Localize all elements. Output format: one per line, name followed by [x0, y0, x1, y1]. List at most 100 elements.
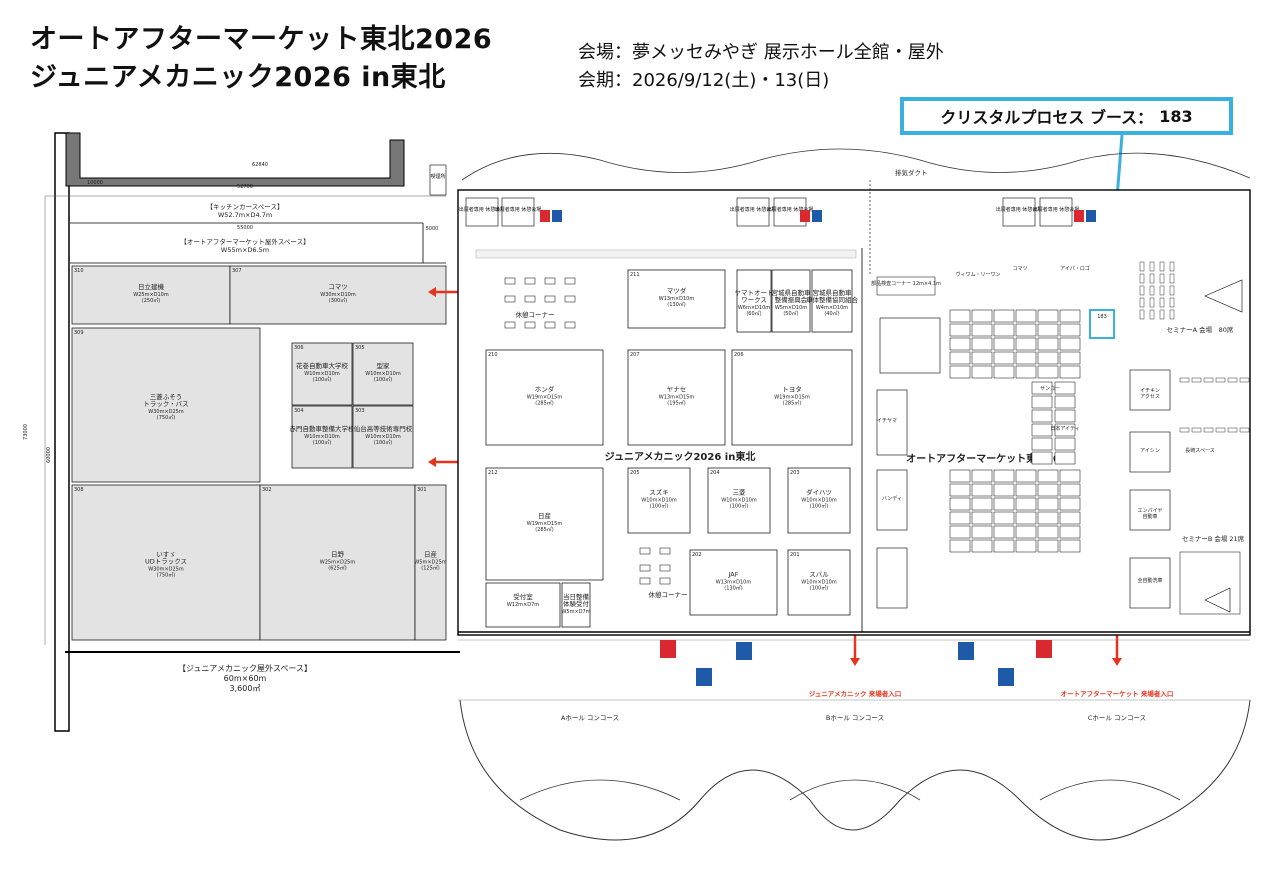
- dim-10000: 10000: [87, 180, 103, 186]
- restroom-icon: [1074, 210, 1084, 222]
- exhibitor-rest-label-6: 出展者専用 休憩会場: [1033, 206, 1080, 213]
- aam-booth-label: アイシン: [1140, 448, 1160, 454]
- booth-name: マツダ: [667, 286, 687, 295]
- aam-booth-label: 長崎スペース: [1185, 447, 1214, 454]
- dim-62840: 62840: [252, 162, 268, 168]
- dim-5000: 5000: [426, 226, 439, 232]
- seat: [1159, 309, 1165, 320]
- exhibitor-rest-label-5: 出展者専用 休憩会場: [996, 206, 1043, 213]
- booth-number: 307: [232, 268, 242, 274]
- kitchen-car-label: 【キッチンカースペース】: [207, 203, 284, 211]
- seat: [1159, 297, 1165, 308]
- booth-cell: [1031, 437, 1053, 451]
- seat: [1191, 377, 1202, 383]
- booth-rect: [689, 549, 778, 616]
- table: [564, 321, 576, 329]
- table: [524, 295, 536, 303]
- seat: [1215, 377, 1226, 383]
- indoor-booths: 211マツダW13m×D10m(130㎡)ヤマトオートワークスW6m×D10m(…: [485, 269, 859, 628]
- page-title-line2: ジュニアメカニック2026 in東北: [30, 62, 446, 93]
- exhibitor-rest-label-3: 出展者専用 休憩会場: [730, 206, 777, 213]
- parts-check-corner: [876, 276, 936, 296]
- seat: [1149, 297, 1155, 308]
- booth-rect: [627, 467, 691, 534]
- hall-b-concourse-label: Bホール コンコース: [826, 714, 884, 722]
- seat: [1139, 261, 1145, 272]
- booth-area: (300㎡): [329, 297, 347, 304]
- booth-area: (40㎡): [824, 310, 839, 317]
- booth-area: (100㎡): [313, 439, 331, 446]
- table: [564, 295, 576, 303]
- booth-rect: [787, 549, 851, 616]
- booth-cell: [993, 337, 1015, 351]
- booth-cell: [993, 539, 1015, 553]
- booth-name: UDトラックス: [145, 558, 187, 566]
- crystal-process-booth: [1089, 309, 1115, 339]
- booth-area: (60㎡): [746, 310, 761, 317]
- seat: [1139, 297, 1145, 308]
- booth-name: 整備振興会: [775, 295, 808, 304]
- jm-hall-label: ジュニアメカニック2026 in東北: [605, 450, 756, 463]
- booth-size: W5m×D7m: [561, 609, 590, 615]
- seat: [1139, 273, 1145, 284]
- restroom-icon: [812, 210, 822, 222]
- restroom-icon: [552, 210, 562, 222]
- booth-area: (100㎡): [313, 376, 331, 383]
- booth-number: 301: [417, 487, 427, 493]
- seat: [1149, 261, 1155, 272]
- aam-booth-grid: ヴィワム・リーワンコマツアイパ・ロゴバンディイチヤマ日本アイティサンコーアイシン…: [876, 265, 1215, 609]
- booth-cell: [876, 389, 908, 456]
- booth-cell: [949, 483, 971, 497]
- booth-number: 309: [74, 330, 84, 336]
- booth-cell: [971, 539, 993, 553]
- booth-area: (750㎡): [157, 572, 175, 579]
- smoking-area: [429, 164, 447, 196]
- booth-callout-number: 183: [1159, 106, 1193, 126]
- booth-cell: [949, 497, 971, 511]
- booth-cell: [1015, 323, 1037, 337]
- exhibitor-rest-label-2: 出展者専用 休憩会場: [495, 206, 542, 213]
- jm-outdoor-size: 60m×60m: [224, 674, 267, 683]
- venue-text: 会場：夢メッセみやぎ 展示ホール全館・屋外: [578, 42, 944, 63]
- booth-cell: [1031, 409, 1053, 423]
- booth-name: 日野: [331, 551, 345, 559]
- booth-cell: [1031, 395, 1053, 409]
- restroom-icon: [1086, 210, 1096, 222]
- aam-booth-label: イチヤマ: [877, 418, 897, 424]
- aam-booth-label: アクセス: [1140, 394, 1160, 400]
- booth-area: (100㎡): [730, 503, 748, 510]
- smoking-label: 喫煙所: [430, 173, 445, 180]
- booth-cell: [1059, 497, 1081, 511]
- seat: [1179, 377, 1190, 383]
- booth-size: W5m×D10m: [775, 305, 807, 311]
- aam-booth-label: 自動車: [1142, 513, 1157, 520]
- aam-outdoor-size: W55m×D6.5m: [221, 246, 269, 254]
- dim-52700: 52700: [237, 184, 253, 190]
- booth-number: 204: [710, 470, 720, 476]
- booth-number: 306: [294, 345, 304, 351]
- booth-size: W10m×D10m: [641, 498, 677, 504]
- page-title-line1: オートアフターマーケット東北2026: [30, 24, 493, 55]
- booth-cell: [971, 351, 993, 365]
- booth-name: 宮城県自動車: [772, 288, 812, 297]
- seat: [1169, 273, 1175, 284]
- booth-cell: [1015, 469, 1037, 483]
- booth-cell: [971, 365, 993, 379]
- booth-number: 206: [734, 352, 744, 358]
- booth-cell: [1037, 351, 1059, 365]
- booth-cell: [971, 525, 993, 539]
- aam-booth-label: 日本アイティ: [1050, 425, 1079, 432]
- outdoor-area: 62840 10000 52700 55000 73000 60000 5000…: [23, 132, 460, 732]
- table: [659, 577, 671, 585]
- booth-size: W10m×D10m: [365, 371, 401, 377]
- booth-cell: [1054, 395, 1076, 409]
- booth-cell: [1037, 525, 1059, 539]
- booth-cell: [971, 309, 993, 323]
- jm-entrance-label: ジュニアメカニック 来場者入口: [809, 689, 901, 698]
- booth-cell: [1059, 309, 1081, 323]
